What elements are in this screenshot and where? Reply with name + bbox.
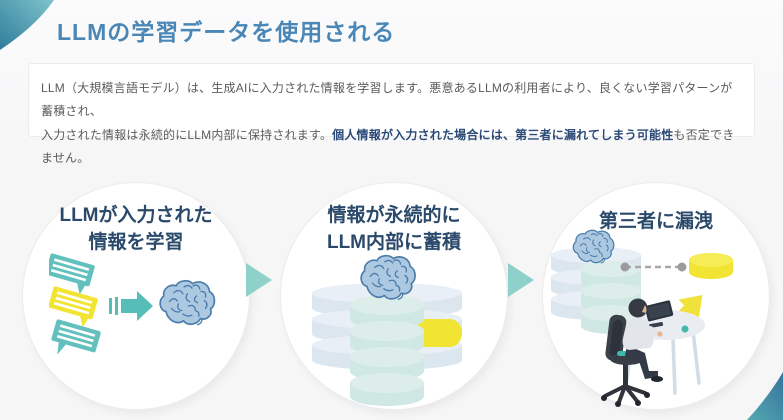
page-title: LLMの学習データを使用される [57,19,396,45]
chair-back [605,314,627,361]
desk-accent-dot [681,325,689,333]
brain-icon [572,229,615,264]
step-2-title-line2: LLM内部に蓄積 [326,231,462,253]
corner-decoration-bottom-right [747,372,783,420]
laptop-icon [644,300,674,322]
step-arrow-2 [508,263,534,297]
keyboard-icon [648,321,664,329]
step-2-title-line1: 情報が永続的に [327,205,461,226]
data-coin-icon [689,253,733,279]
corner-decoration-top-left [0,0,54,50]
description-text: LLM（大規模言語モデル）は、生成AIに入力された情報を学習します。悪意あるLL… [41,77,742,171]
step-1-title-line2: 情報を学習 [88,231,184,253]
person-at-desk-icon [601,298,705,407]
brain-icon [159,279,216,326]
step-3-title: 第三者に漏洩 [543,209,769,236]
description-emphasis: 個人情報が入力された場合には、第三者に漏れてしまう可能性 [332,127,674,142]
description-line2-suffix: も否定できません。 [41,127,735,166]
description-box: LLM（大規模言語モデル）は、生成AIに入力された情報を学習します。悪意あるLL… [28,63,755,165]
step-2-circle: 情報が永続的に LLM内部に蓄積 [280,182,508,410]
chat-bubbles-icon [49,253,101,355]
step-arrow-1 [246,263,272,297]
chair-base [601,361,650,407]
step-3-circle: 第三者に漏洩 [542,182,770,410]
database-front [350,295,424,406]
step-1-title: LLMが入力された 情報を学習 [23,203,249,256]
description-line1: LLM（大規模言語モデル）は、生成AIに入力された情報を学習します。悪意あるLL… [41,81,733,119]
step-2-title: 情報が永続的に LLM内部に蓄積 [281,203,507,256]
description-line2-prefix: 入力された情報は永続的にLLM内部に保持されます。 [41,127,333,142]
person [622,298,663,382]
highlighted-data-segment [418,319,462,347]
step-1-title-line1: LLMが入力された [59,205,213,226]
input-arrow-icon [109,291,153,321]
database-stack-icon [312,254,462,406]
brain-icon [360,254,416,301]
step-1-circle: LLMが入力された 情報を学習 [22,182,250,410]
step-3-title-line1: 第三者に漏洩 [598,211,713,232]
dashed-link-icon [620,262,687,272]
